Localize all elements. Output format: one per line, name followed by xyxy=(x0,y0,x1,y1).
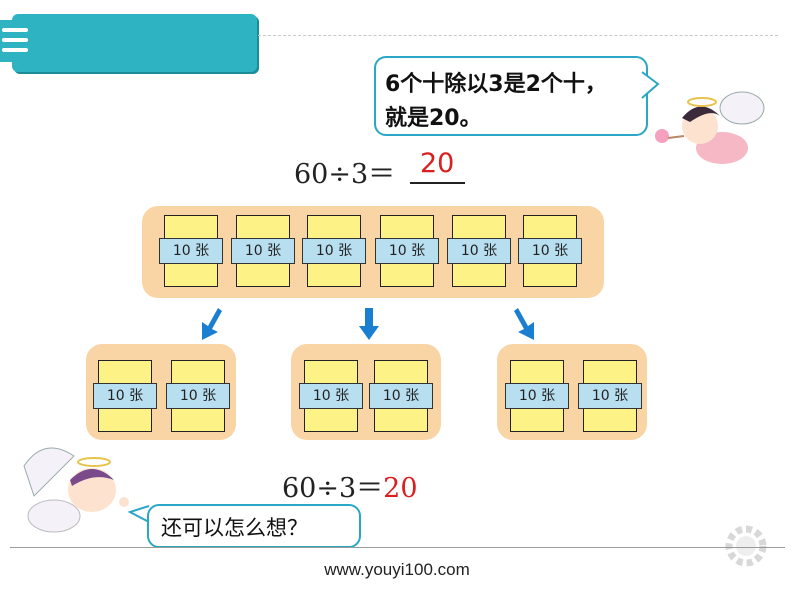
bundle-label: 10 张 xyxy=(518,238,582,264)
angel-boy-illustration xyxy=(23,447,129,533)
bundle-label: 10 张 xyxy=(231,238,295,264)
speech-bubble-bottom: 还可以怎么想？ xyxy=(147,504,361,548)
bundle-label: 10 张 xyxy=(302,238,366,264)
bubble-line-2: 就是20。 xyxy=(385,106,482,131)
arrow-down-icon xyxy=(359,308,379,340)
paper-bundle: 10 张 xyxy=(159,215,223,287)
header-tab xyxy=(0,20,30,62)
speech-bubble-top: 6个十除以3是2个十， 就是20。 xyxy=(374,56,648,136)
equation-2-answer: 20 xyxy=(383,473,418,504)
equation-1-expr: 60÷3＝ xyxy=(294,159,396,190)
header-divider xyxy=(258,35,778,36)
footer-url: www.youyi100.com xyxy=(324,560,470,579)
bundle-label: 10 张 xyxy=(447,238,511,264)
paper-bundle: 10 张 xyxy=(93,360,157,432)
arrow-down-left-icon xyxy=(202,308,222,340)
equation-2: 60÷3＝20 xyxy=(282,466,418,505)
bubble-bottom-text: 还可以怎么想？ xyxy=(161,516,308,540)
paper-bundle: 10 张 xyxy=(299,360,363,432)
paper-bundle: 10 张 xyxy=(302,215,366,287)
bubble-line-1: 6个十除以3是2个十， xyxy=(385,72,607,97)
bubble-tail-bottom xyxy=(128,505,150,523)
bundle-label: 10 张 xyxy=(375,238,439,264)
paper-bundle: 10 张 xyxy=(369,360,433,432)
bundle-label: 10 张 xyxy=(369,383,433,409)
paper-bundle: 10 张 xyxy=(578,360,642,432)
paper-bundle: 10 张 xyxy=(375,215,439,287)
paper-bundle: 10 张 xyxy=(447,215,511,287)
paper-bundle: 10 张 xyxy=(231,215,295,287)
bundle-label: 10 张 xyxy=(93,383,157,409)
equation-2-expr: 60÷3＝ xyxy=(282,473,384,504)
bundle-label: 10 张 xyxy=(166,383,230,409)
bundle-label: 10 张 xyxy=(159,238,223,264)
paper-bundle: 10 张 xyxy=(518,215,582,287)
equation-1: 60÷3＝ xyxy=(294,152,395,191)
bundle-label: 10 张 xyxy=(299,383,363,409)
bundle-label: 10 张 xyxy=(578,383,642,409)
paper-bundle: 10 张 xyxy=(505,360,569,432)
paper-bundle: 10 张 xyxy=(166,360,230,432)
footer-divider xyxy=(10,547,785,548)
arrow-down-right-icon xyxy=(514,308,534,340)
bundle-label: 10 张 xyxy=(505,383,569,409)
answer-underline xyxy=(410,182,465,184)
equation-1-answer: 20 xyxy=(420,148,455,179)
header-bar xyxy=(12,14,257,72)
gear-icon xyxy=(725,525,767,567)
angel-girl-illustration xyxy=(655,91,765,164)
bubble-tail-top xyxy=(641,71,660,99)
